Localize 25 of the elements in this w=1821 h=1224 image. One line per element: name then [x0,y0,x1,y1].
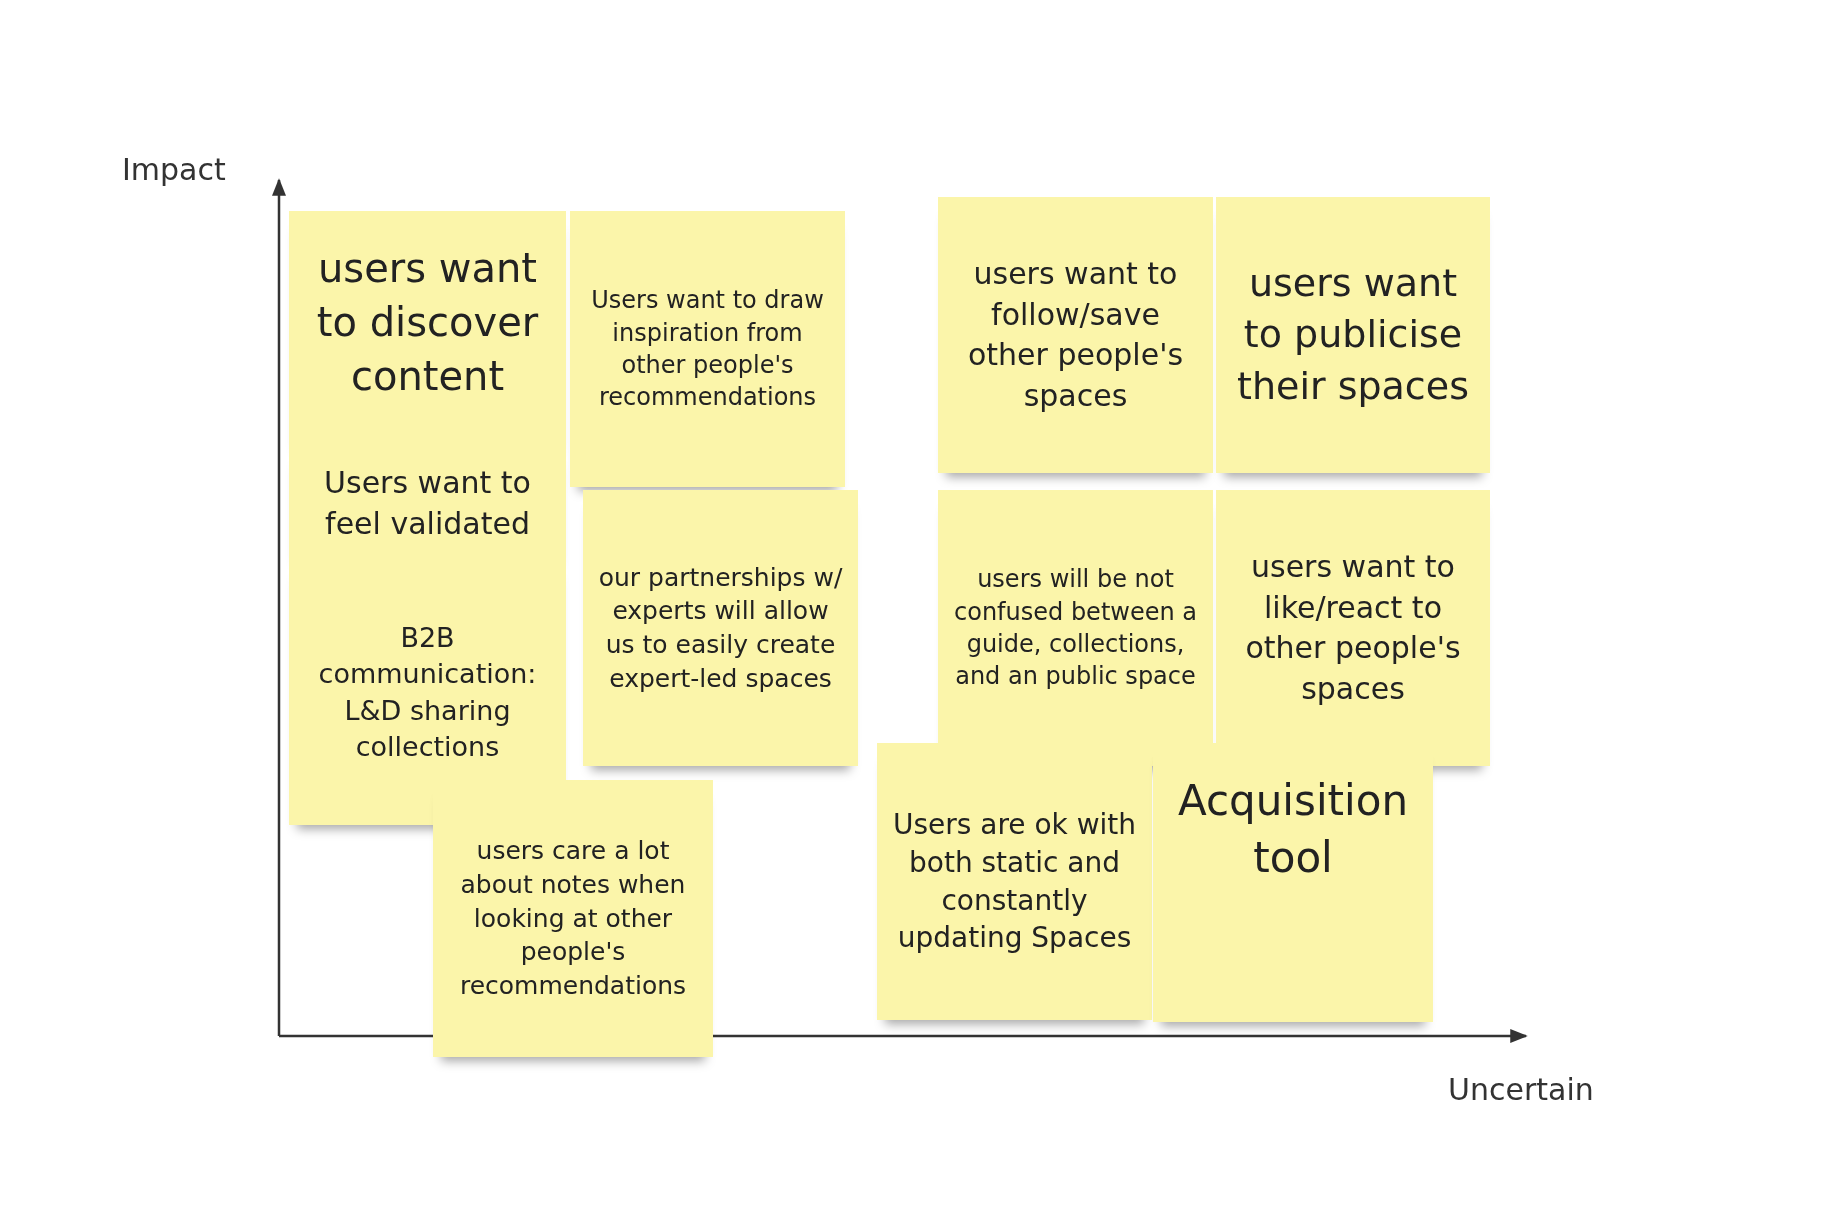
note-text: our partnerships w/ experts will allow us to easily create expert-led spaces [597,561,844,695]
note-text: Users are ok with both static and constantly updating Spaces [891,806,1138,957]
sticky-note [877,743,1152,1020]
note-text: Acquisition tool [1176,775,1409,884]
sticky-note [938,197,1213,473]
sticky-note [570,211,845,487]
sticky-note [583,490,858,766]
note-text: users will be not confused between a guide, collections, and an public space [953,564,1198,693]
axis-label: Uncertain [1448,1072,1594,1107]
note-text: Users want to draw inspiration from other people's recommendations [590,285,825,414]
sticky-note [289,211,566,447]
note-text: users want to follow/save other people's spaces [967,255,1184,415]
note-text: users want to like/react to other people's spaces [1244,548,1462,708]
sticky-note [289,560,566,825]
sticky-note [1153,743,1433,1022]
axis-label: Impact [122,152,226,187]
sticky-note [433,780,713,1057]
note-text: users care a lot about notes when looking at other people's recommendations [458,835,688,1003]
note-text: B2B communication: L&D sharing collections [317,620,538,764]
sticky-note [1216,490,1490,766]
note-text: users want to discover content [315,244,540,401]
sticky-note [938,490,1213,766]
sticky-note [1216,197,1490,473]
note-text: Users want to feel validated [323,464,532,543]
note-text: users want to publicise their spaces [1236,260,1470,410]
